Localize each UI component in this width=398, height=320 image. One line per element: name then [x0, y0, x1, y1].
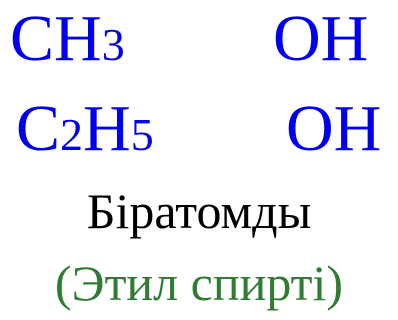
formula-sub-2: 2	[60, 109, 84, 160]
formula-row2-oh: OH	[286, 92, 382, 165]
formula-row2-left: C2H5	[16, 96, 154, 162]
formula-row1-oh: OH	[273, 2, 369, 75]
formula-c: C	[16, 92, 61, 165]
caption-text: Біратомды	[86, 183, 312, 239]
formula-sub-3: 3	[101, 19, 125, 70]
formula-ch: CH	[10, 2, 102, 75]
formula-sub-5: 5	[130, 109, 154, 160]
formula-row1-left: CH3	[10, 6, 125, 72]
formula-h: H	[83, 92, 131, 165]
subcaption-text: (Этил спирті)	[54, 255, 344, 311]
